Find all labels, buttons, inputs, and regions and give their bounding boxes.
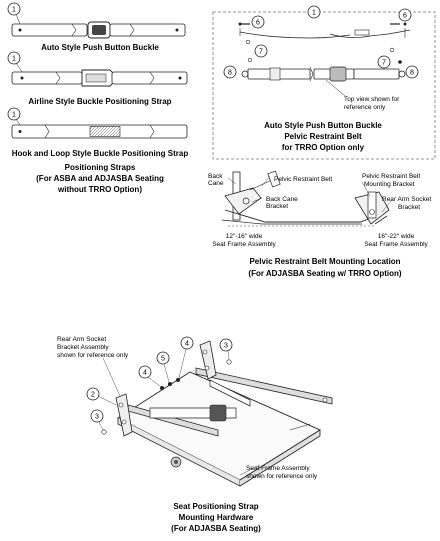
label-width-right-1: 16"-22" wide xyxy=(378,233,415,240)
callout-3-a xyxy=(90,409,104,423)
callout-5 xyxy=(156,351,170,365)
caption-positioning-straps-3: without TRRO Option) xyxy=(57,185,142,194)
label-back-cane-1: Back xyxy=(208,173,223,180)
mounting-location-diagram xyxy=(221,170,393,227)
caption-pelvic-3: for TRRO Option only xyxy=(282,143,365,152)
caption-seat-hardware-2: Mounting Hardware xyxy=(179,513,254,522)
callout-8-b xyxy=(405,65,419,79)
label-back-cane-bracket-2: Bracket xyxy=(266,203,288,210)
callout-number: 5 xyxy=(161,356,165,363)
label-pelvic-bracket-2: Mounting Bracket xyxy=(364,181,415,188)
label-back-cane-bracket-1: Back Cane xyxy=(266,196,298,203)
label-pelvic-bracket-1: Pelvic Restraint Belt xyxy=(362,173,420,180)
pelvic-restraint-box xyxy=(212,11,436,160)
callout-8-a xyxy=(223,65,237,79)
label-pelvic-belt-left: Pelvic Restraint Belt xyxy=(274,176,332,183)
callout-number: 6 xyxy=(256,20,260,27)
callout-number: 2 xyxy=(91,392,95,399)
label-seat-frame-ref-1: Seat Frame Assembly xyxy=(246,465,310,472)
caption-seat-hardware-1: Seat Positioning Strap xyxy=(173,502,258,511)
callout-number: 7 xyxy=(259,49,263,56)
caption-positioning-straps-2: (For ASBA and ADJASBA Seating xyxy=(36,174,164,183)
caption-seat-hardware-3: (For ADJASBA Seating) xyxy=(171,524,261,533)
caption-pelvic-1: Auto Style Push Button Buckle xyxy=(264,121,382,130)
callout-4-a xyxy=(180,336,194,350)
caption-airline: Airline Style Buckle Positioning Strap xyxy=(28,97,171,106)
callout-number: 4 xyxy=(185,341,189,348)
callout-number: 6 xyxy=(403,13,407,20)
label-back-cane-2: Cane xyxy=(208,180,224,187)
callout-1-c xyxy=(7,107,21,121)
callout-number: 7 xyxy=(382,60,386,67)
callout-1-a xyxy=(7,2,21,16)
callout-3-b xyxy=(219,338,233,352)
callout-number: 1 xyxy=(312,10,316,17)
label-width-left-1: 12"-16" wide xyxy=(226,233,263,240)
callout-6-b xyxy=(398,8,412,22)
caption-mounting-1: Pelvic Restraint Belt Mounting Location xyxy=(249,257,400,266)
label-width-left-2: Seat Frame Assembly xyxy=(212,241,276,248)
label-rear-arm-ref-1: Rear Arm Socket xyxy=(57,336,106,343)
label-seat-frame-ref-2: shown for reference only xyxy=(246,473,318,480)
caption-hook-loop: Hook and Loop Style Buckle Positioning S… xyxy=(12,149,189,158)
pelvic-restraint-belt-parts: 6 6 7 8 7 8 xyxy=(223,8,419,97)
caption-mounting-2: (For ADJASBA Seating w/ TRRO Option) xyxy=(248,269,402,278)
label-width-right-2: Seat Frame Assembly xyxy=(364,241,428,248)
label-rear-arm-bracket-2: Bracket xyxy=(398,204,420,211)
hook-loop-strap: 1 xyxy=(7,107,188,139)
callout-2 xyxy=(86,387,100,401)
callout-7-a xyxy=(254,44,268,58)
callout-6-a xyxy=(251,15,265,29)
airline-buckle-strap: 1 xyxy=(7,51,188,87)
caption-auto-push-button: Auto Style Push Button Buckle xyxy=(41,43,159,52)
seat-frame-assembly-diagram: 2 3 3 4 5 4 xyxy=(86,336,333,487)
callout-number: 8 xyxy=(410,70,414,77)
callout-number: 1 xyxy=(12,56,16,63)
caption-pelvic-2: Pelvic Restraint Belt xyxy=(284,132,362,141)
callout-number: 1 xyxy=(12,7,16,14)
callout-4-b xyxy=(138,365,152,379)
label-top-view-2: reference only xyxy=(344,104,386,111)
label-rear-arm-bracket-1: Rear Arm Socket xyxy=(382,196,431,203)
label-top-view-1: Top view shown for xyxy=(344,96,400,103)
callout-number: 1 xyxy=(12,112,16,119)
callout-number: 3 xyxy=(224,343,228,350)
callout-number: 4 xyxy=(143,370,147,377)
callout-number: 8 xyxy=(228,70,232,77)
callout-1-d xyxy=(307,5,321,19)
callout-1-b xyxy=(7,51,21,65)
label-rear-arm-ref-3: shown for reference only xyxy=(57,352,129,359)
label-rear-arm-ref-2: Bracket Assembly xyxy=(57,344,109,351)
callout-number: 3 xyxy=(95,414,99,421)
auto-push-button-buckle-strap: 1 xyxy=(7,2,186,39)
callout-7-b xyxy=(377,55,391,69)
caption-positioning-straps-1: Positioning Straps xyxy=(65,163,136,172)
